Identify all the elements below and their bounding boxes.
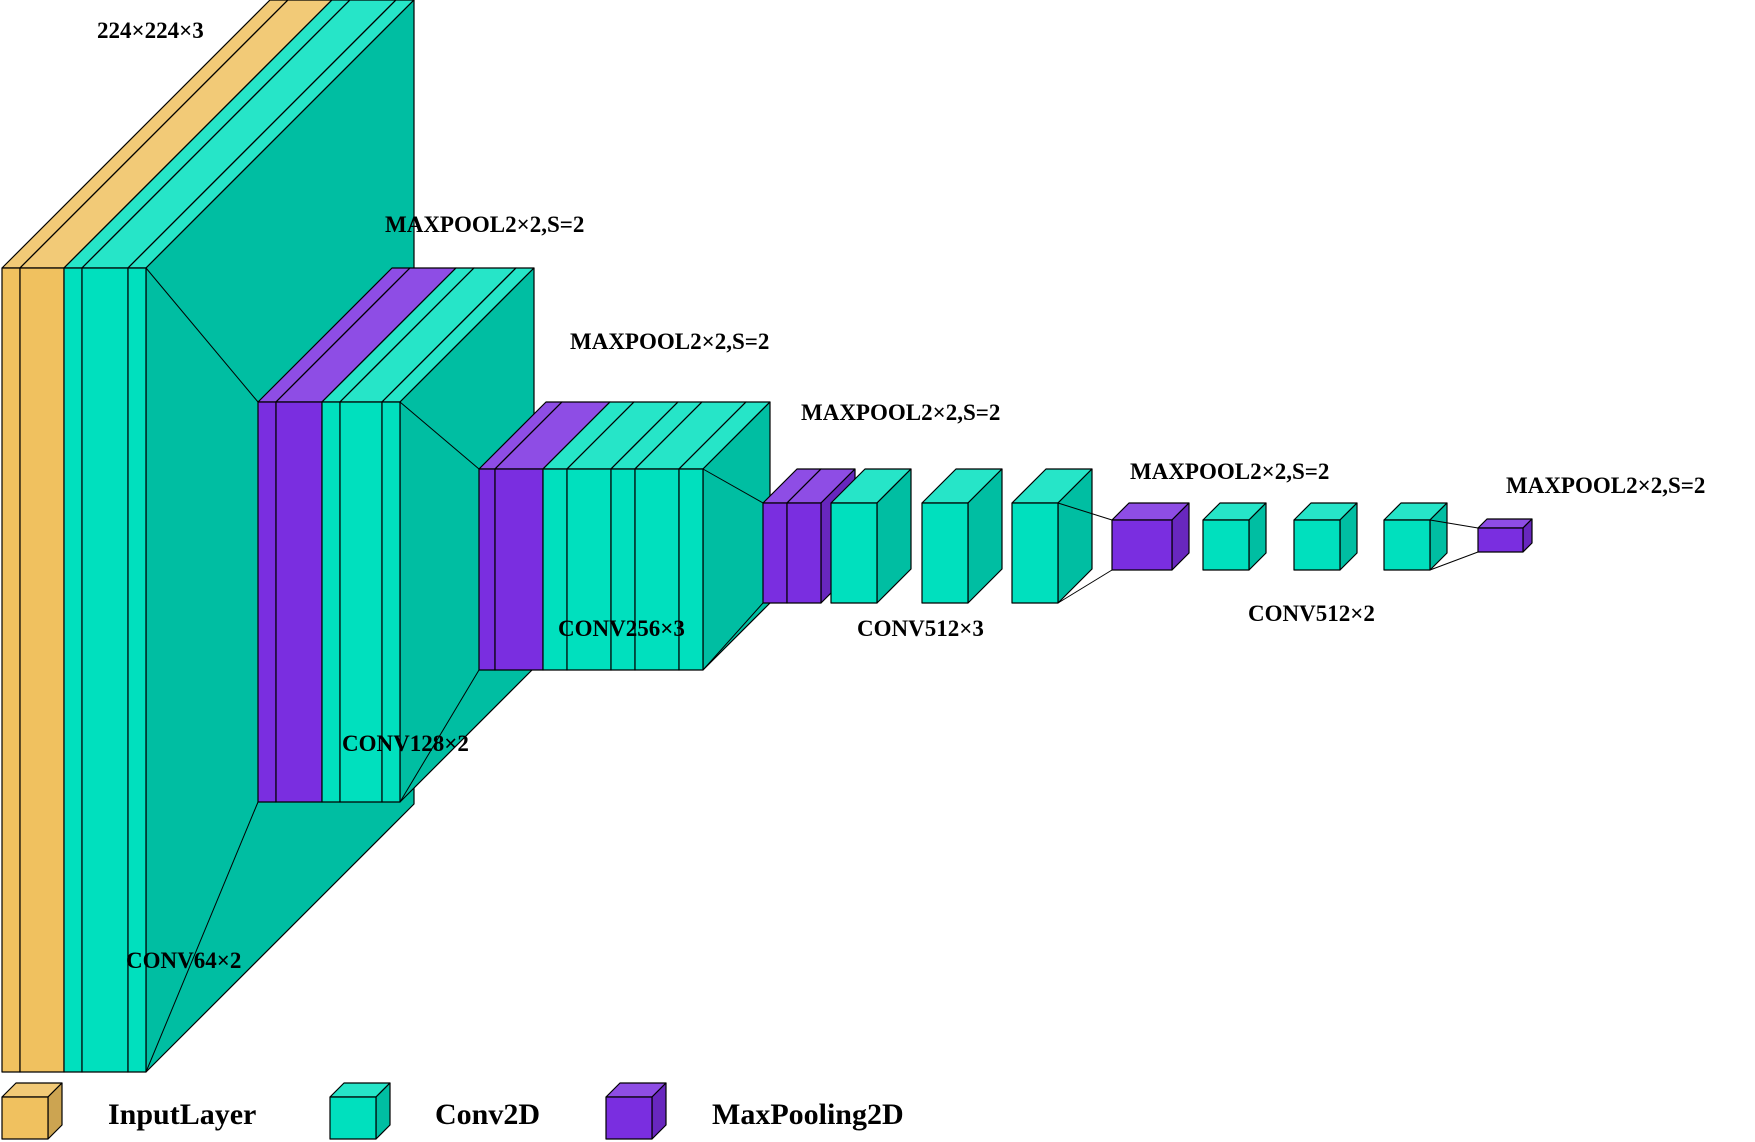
input-size-label: 224×224×3 <box>97 18 204 43</box>
conv512b-block-2-front <box>1293 519 1341 571</box>
conv64-label: CONV64×2 <box>126 948 241 973</box>
legend-label-inputlayer: InputLayer <box>108 1098 256 1131</box>
input-layer-slab-1-front <box>1 267 21 1073</box>
legend-label-maxpooling2d: MaxPooling2D <box>712 1098 904 1131</box>
maxpool-1-slab-2-front <box>275 401 323 803</box>
maxpool-5-block <box>1477 518 1533 553</box>
conv64-slab-2-front <box>81 267 129 1073</box>
maxpool-5-label: MAXPOOL2×2,S=2 <box>1506 473 1705 498</box>
maxpool-2-slab-2-front <box>494 468 544 671</box>
maxpool-cube-front <box>605 1096 653 1140</box>
input-layer-slab-2-front <box>19 267 65 1073</box>
layer-connectors <box>145 267 1479 1073</box>
maxpool-4-block <box>1111 502 1190 571</box>
conv2d-cube <box>329 1082 391 1140</box>
conv512a-block-1-front <box>830 502 878 604</box>
connector-1-bottom <box>145 801 259 1073</box>
conv256-label: CONV256×3 <box>558 616 685 641</box>
conv512a-block-3-front <box>1011 502 1059 604</box>
conv512b-block-3 <box>1383 502 1448 571</box>
conv512b-block-1-front <box>1202 519 1250 571</box>
conv256-slab-5 <box>678 401 771 671</box>
conv512b-block-3-front <box>1383 519 1431 571</box>
connector-5-bottom <box>1429 551 1479 571</box>
maxpool-5-block-front <box>1477 527 1524 553</box>
input-layer-cube-front <box>1 1096 49 1140</box>
conv512a-block-3 <box>1011 468 1093 604</box>
connector-4-bottom <box>1057 569 1113 604</box>
maxpool-2-slab-1-front <box>478 468 496 671</box>
connector-4-top <box>1057 502 1113 521</box>
maxpool-3-label: MAXPOOL2×2,S=2 <box>801 400 1000 425</box>
connector-3-bottom <box>702 602 764 671</box>
connector-5-top <box>1429 519 1479 529</box>
conv512b-block-1 <box>1202 502 1267 571</box>
network-layers <box>1 0 1533 1073</box>
maxpool-4-block-front <box>1111 519 1173 571</box>
conv512a-block-2-front <box>921 502 969 604</box>
connector-2-bottom <box>399 669 480 803</box>
conv128-slab-1-front <box>321 401 341 803</box>
maxpool-1-slab-1-front <box>257 401 277 803</box>
conv512-2-label: CONV512×2 <box>1248 601 1375 626</box>
conv512a-block-1 <box>830 468 912 604</box>
legend-icons <box>1 1082 667 1140</box>
input-layer-cube <box>1 1082 63 1140</box>
maxpool-2-label: MAXPOOL2×2,S=2 <box>570 329 769 354</box>
maxpool-1-label: MAXPOOL2×2,S=2 <box>385 212 584 237</box>
conv128-label: CONV128×2 <box>342 731 469 756</box>
maxpool-4-label: MAXPOOL2×2,S=2 <box>1130 459 1329 484</box>
legend-label-conv2d: Conv2D <box>435 1098 540 1131</box>
conv64-slab-1-front <box>63 267 83 1073</box>
conv512-3-label: CONV512×3 <box>857 616 984 641</box>
maxpool-3-slab-2-front <box>786 502 822 604</box>
conv512b-block-2 <box>1293 502 1358 571</box>
connector-3-top <box>702 468 764 504</box>
maxpool-3-slab-1-front <box>762 502 788 604</box>
conv2d-cube-front <box>329 1096 377 1140</box>
connector-2-top <box>399 401 480 470</box>
legend: InputLayer Conv2D MaxPooling2D <box>1 1082 904 1140</box>
connector-1-top <box>145 267 259 403</box>
conv512a-block-2 <box>921 468 1003 604</box>
maxpool-cube <box>605 1082 667 1140</box>
